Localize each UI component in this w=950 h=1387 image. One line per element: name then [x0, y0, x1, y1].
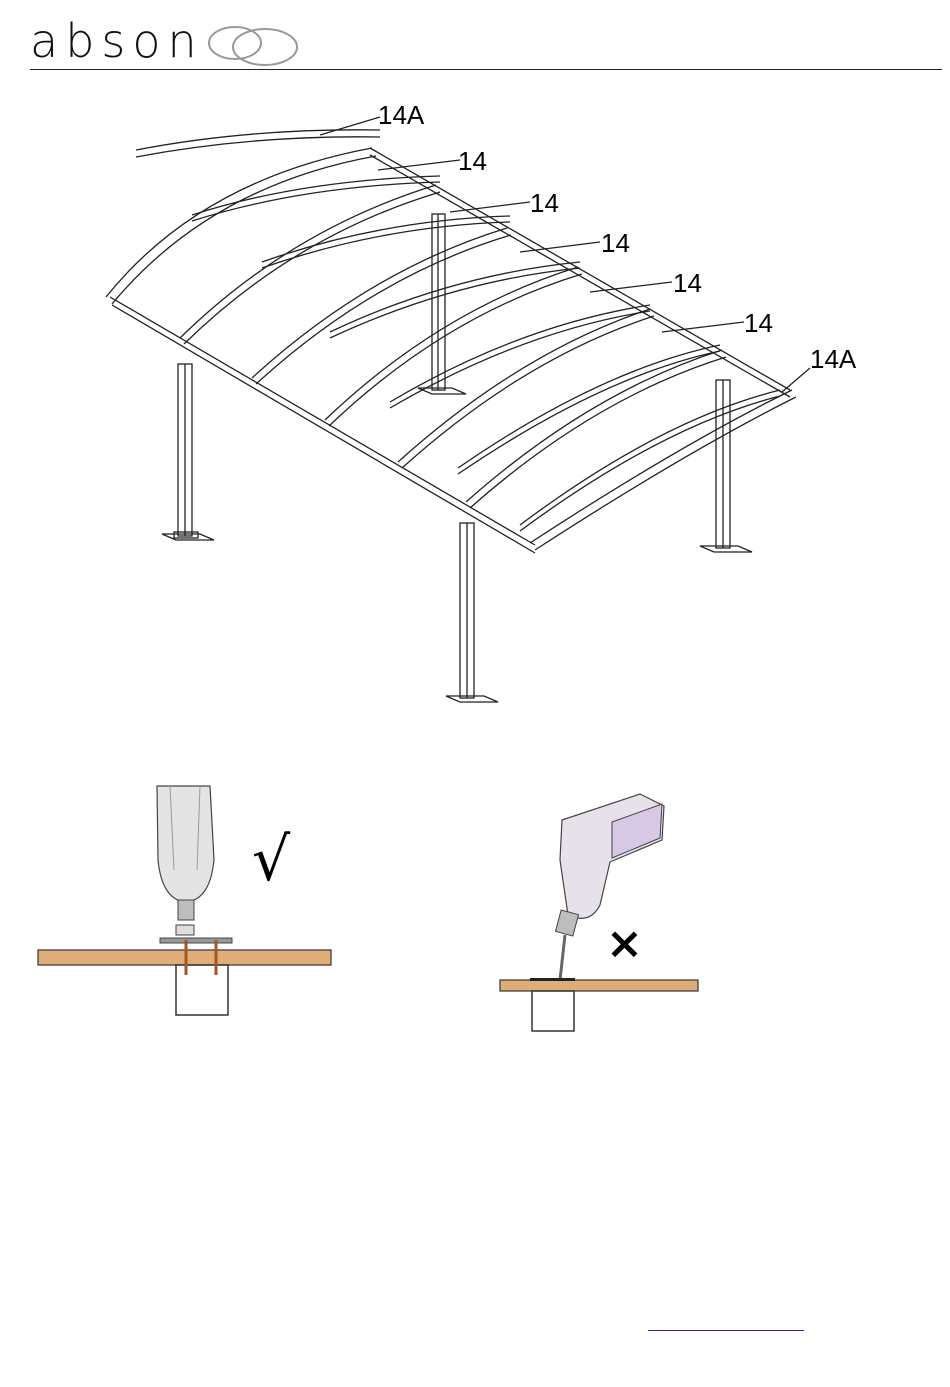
- label-14-rib-3: 14: [601, 230, 630, 256]
- wrong-mark: ×: [606, 918, 643, 969]
- wrong-drilling-detail: [500, 794, 698, 1031]
- label-14-rib-1: 14: [458, 148, 487, 174]
- footer-link[interactable]: [648, 1310, 804, 1331]
- label-14a-bottom: 14A: [810, 346, 856, 372]
- correct-drilling-detail: [38, 786, 331, 1015]
- label-14-rib-4: 14: [673, 270, 702, 296]
- correct-mark: √: [252, 825, 291, 895]
- label-14-rib-2: 14: [530, 190, 559, 216]
- label-14-rib-5: 14: [744, 310, 773, 336]
- label-14a-top: 14A: [378, 102, 424, 128]
